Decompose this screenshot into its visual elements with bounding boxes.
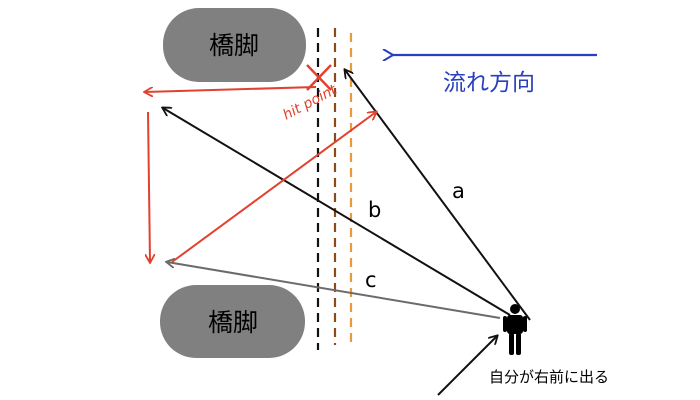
top-pier-label: 橋脚 [209,31,259,60]
arrow-b [163,108,511,316]
person-movement-arrow [437,336,497,396]
arrow-b-label: b [368,198,381,222]
arrow-a-label: a [452,179,465,203]
red-arrow-leftward [145,86,317,92]
flow-direction-label: 流れ方向 [443,70,535,96]
arrow-c-label: c [365,268,377,292]
red-arrow-downward [148,111,150,262]
top-pier: 橋脚 [163,8,306,82]
person-label: 自分が右前に出る [489,368,609,386]
red-arrow-diagonal [171,112,376,263]
bottom-pier-label: 橋脚 [208,308,258,337]
hit-point-cross-icon [306,64,332,91]
bottom-pier: 橋脚 [160,285,305,358]
person-icon [503,304,527,355]
arrow-c [167,262,501,319]
